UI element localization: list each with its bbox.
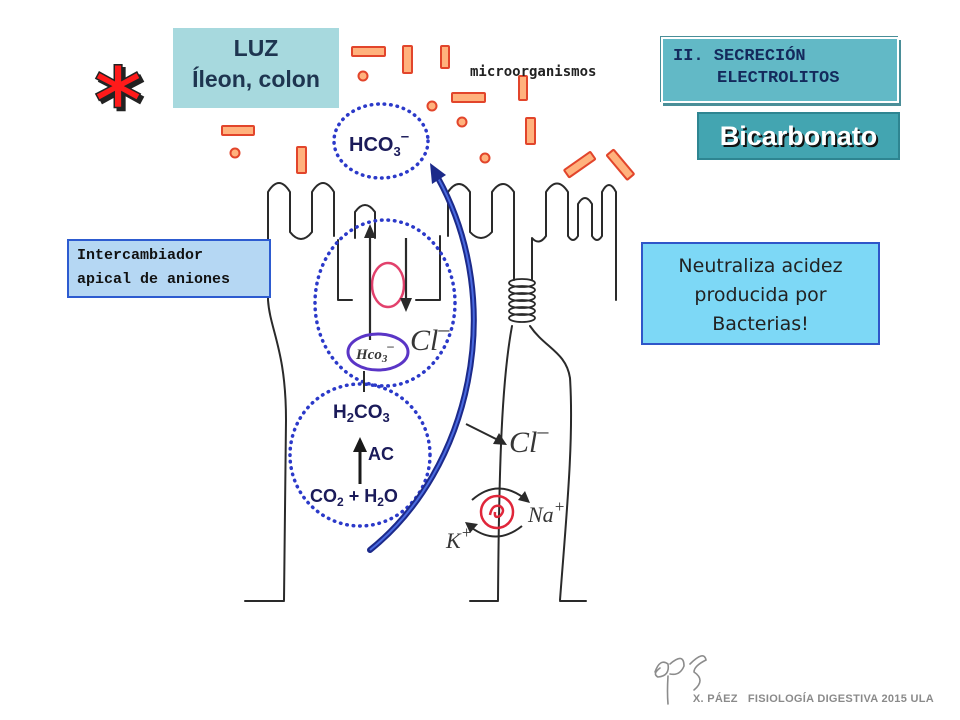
exchanger-flux-arrows [364,224,412,340]
intracellular-bicarbonate-sub: 3 [381,353,388,365]
exchanger-chloride-base: Cl [410,324,438,357]
note-line3: Bacterias! [712,313,809,335]
section-heading-line1: II. SECRECIÓN [673,47,806,66]
right-cell-lateral-membrane [529,325,573,601]
lumen-location: Íleon, colon [192,66,320,92]
carbonic-anhydrase-label: AC [368,444,394,464]
bacterium-rod [402,45,413,74]
bacterium-rod [525,117,536,145]
microorganisms-label: microorganismos [470,64,597,80]
bicarbonate-transport-arrow [367,163,477,553]
exchanger-chloride-sup: – [437,316,450,341]
potassium-sup: + [461,523,472,542]
basolateral-chloride-base: Cl [509,426,537,459]
basolateral-chloride-label: Cl– [509,418,549,459]
bacterium-rod [221,125,255,136]
bacterium-coccus [229,147,241,159]
potassium-base: K [445,528,462,553]
transport-arrowhead [430,163,446,184]
intracellular-bicarbonate-label: Hco3– [355,338,394,365]
substrate-co: CO [310,486,337,506]
dotted-circles [288,102,457,528]
bacterium-coccus [426,100,438,112]
carbonic-acid-co: CO [354,402,383,423]
lumen-bicarbonate-sub: 3 [393,144,400,159]
exchanger-circle [313,218,457,388]
slide-footer: X. PÁEZ FISIOLOGÍA DIGESTIVA 2015 ULA [692,693,934,705]
lumen-bicarbonate-base: HCO [349,134,393,156]
exchanger-callout-line1: Intercambiador [77,247,204,264]
apical-base-right [415,235,441,301]
note-line1: Neutraliza acidez [678,255,843,277]
sodium-efflux-arrow [471,487,525,501]
tight-junction-coil [508,278,536,323]
lumen-bicarbonate-sup: – [401,128,409,145]
topic-box: Bicarbonato [697,112,900,160]
lumen-bicarbonate-label: HCO3– [349,128,409,159]
exchanger-protein [370,261,406,309]
bacterium-rod [440,45,450,69]
asterisk-mark: * [94,48,142,155]
microvillus-under-bubble [354,204,376,239]
bacterium-coccus [479,152,491,164]
sodium-sup: + [554,497,565,516]
potassium-influx-arrow [471,525,523,538]
signature [654,655,707,705]
note-line2: producida por [694,284,827,306]
exchanger-chloride-label: Cl– [410,316,450,357]
bacterium-coccus [456,116,468,128]
left-cell-microvilli [267,182,335,301]
basolateral-chloride-arrow [465,423,507,445]
exchanger-callout-line2: apical de aniones [77,271,231,288]
substrate-o: O [384,486,398,506]
bacterium-rod [563,151,597,179]
bacterium-rod [296,146,307,174]
potassium-label: K+ [445,523,472,553]
intracellular-bicarbonate-base: Hco [355,347,382,363]
lumen-title: LUZ [233,35,279,61]
substrate-plus-h: + H [344,486,378,506]
carbonic-acid-o-sub: 3 [382,410,389,425]
bacterium-rod [351,46,386,57]
topic-label: Bicarbonato [719,121,878,151]
pump-circle [479,494,515,530]
apical-base-left [337,239,353,301]
sodium-base: Na [527,502,554,527]
lumen-bicarbonate-circle [332,102,430,180]
bacterium-coccus [357,70,369,82]
acid-neutralization-note: Neutraliza acidez producida por Bacteria… [641,242,880,345]
carbonic-acid-h: H [333,402,347,423]
sodium-label: Na+ [527,497,565,527]
section-heading-box: II. SECRECIÓN ELECTROLITOS [661,37,899,103]
exchanger-callout-box: Intercambiador apical de aniones [67,239,271,298]
substrates-label: CO2 + H2O [310,486,398,509]
right-cell-microvilli [531,182,617,301]
bacterium-rod [451,92,486,103]
pump-atp-symbol [488,504,505,519]
lumen-box: LUZ Íleon, colon [173,28,339,108]
substrate-h-sub: 2 [377,495,384,509]
bacterium-rod [606,148,635,181]
left-cell-lateral-membrane [267,299,287,601]
carbonic-anhydrase-circle [288,382,432,528]
carbonic-acid-label: H2CO3 [333,402,390,425]
intracellular-bicarbonate-ellipse [346,332,410,372]
bacterium-rod [518,75,528,101]
sodium-potassium-pump [465,487,530,538]
substrate-co-sub: 2 [337,495,344,509]
carbonic-acid-h-sub: 2 [347,410,354,425]
section-heading-line2: ELECTROLITOS [717,69,840,88]
basolateral-chloride-sup: – [536,418,549,443]
left-cell-basolateral-membrane [497,325,513,601]
left-cell-microvilli-right [447,183,515,281]
intracellular-bicarbonate-sup: – [386,338,394,353]
carbonic-anhydrase-arrow [353,437,367,484]
epithelial-cells [244,182,617,602]
microorganisms [221,45,635,181]
